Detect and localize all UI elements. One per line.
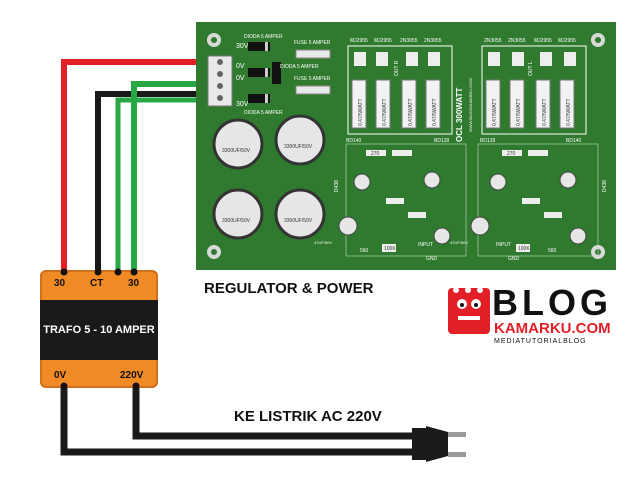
tr-label-8: MJ2955: [558, 38, 576, 44]
diode-label-2: DIODA 5 AMPER: [280, 64, 319, 70]
diode-label-1: DIODA 5 AMPER: [244, 34, 283, 40]
lbl-560-a: 560: [360, 248, 369, 254]
lbl-input-a: INPUT: [418, 242, 433, 248]
pcb-label-30v-bottom: 30V: [236, 101, 249, 108]
wire-red: [61, 59, 212, 272]
wire-ct-black: [95, 91, 212, 272]
out-r-label: OUT R: [394, 60, 400, 76]
tr-label-6: 2N3055: [508, 38, 526, 44]
amp-right-output: [481, 45, 587, 135]
lbl-d438-b: D438: [602, 180, 608, 192]
tr-label-2: MJ2955: [374, 38, 392, 44]
lbl-bd140-a: BD140: [346, 138, 362, 144]
lbl-100k-a: 100K: [384, 246, 396, 252]
lbl-gnd-a: GND: [426, 256, 438, 262]
terminal-30-right: 30: [128, 278, 140, 289]
res-label-8: 0,47/5WATT: [566, 98, 572, 126]
amp-title: OCL 300WATT: [455, 88, 464, 142]
lbl-bd140-b: BD140: [566, 138, 582, 144]
lbl-d438-a: D438: [334, 180, 340, 192]
terminal-220v: 220V: [120, 370, 144, 381]
res-label-7: 0,47/5WATT: [542, 98, 548, 126]
res-label-5: 0,47/5WATT: [492, 98, 498, 126]
res-label-6: 0,47/5WATT: [516, 98, 522, 126]
lbl-bd139-a: BD139: [434, 138, 450, 144]
transformer: TRAFO 5 - 10 AMPER 30 CT 30 0V 220V: [40, 270, 158, 388]
tr-label-5: 2N3055: [484, 38, 502, 44]
fuse-label-1: FUSE 5 AMPER: [294, 40, 331, 46]
diode-label-3: DIODA 5 AMPER: [244, 110, 283, 116]
lbl-270-a: 270: [371, 151, 380, 157]
mains-label: KE LISTRIK AC 220V: [234, 408, 382, 425]
pcb-label-0v-a: 0V: [236, 63, 245, 70]
terminal-ct: CT: [90, 278, 104, 289]
logo-tagline: MEDIATUTORIALBLOG: [494, 338, 587, 345]
filter-capacitors: [212, 114, 326, 240]
cap-label-1: 3300UF/50V: [222, 148, 251, 154]
transformer-band: TRAFO 5 - 10 AMPER: [40, 300, 158, 360]
res-label-2: 0,47/5WATT: [382, 98, 388, 126]
res-label-4: 0,47/5WATT: [432, 98, 438, 126]
logo-blog-word: BLOG: [492, 282, 612, 323]
lbl-270-b: 270: [507, 151, 516, 157]
cap-label-4: 3300UF/50V: [284, 218, 313, 224]
pcb-board: 30V 0V 0V 30V DIODA 5 AMPER DIODA 5 AMPE…: [196, 22, 616, 270]
lbl-gnd-b: GND: [508, 256, 520, 262]
tr-label-7: MJ2955: [534, 38, 552, 44]
driver-section: [338, 143, 599, 257]
pcb-terminal-block: [207, 55, 233, 107]
ac-plug-icon: [412, 426, 466, 462]
wire-mains-0v: [60, 386, 420, 456]
regulator-power-label: REGULATOR & POWER: [204, 280, 374, 297]
pcb-label-0v-b: 0V: [236, 75, 245, 82]
cap-label-2: 3300UF/50V: [284, 144, 313, 150]
pcb-label-30v-top: 30V: [236, 43, 249, 50]
lbl-47uf-a: 47UF/50V: [314, 240, 332, 245]
tr-label-3: 2N3055: [400, 38, 418, 44]
res-label-1: 0,47/5WATT: [358, 98, 364, 126]
tr-label-4: 2N3055: [424, 38, 442, 44]
logo-mascot-icon: [446, 284, 492, 336]
terminal-30-left: 30: [54, 278, 66, 289]
fuses: [295, 49, 331, 95]
amp-url: WWW.BLOGKAMARKU.COM: [468, 78, 473, 132]
lbl-560-b: 560: [548, 248, 557, 254]
amp-left-output: [347, 45, 453, 135]
logo-site: KAMARKU.COM: [494, 320, 611, 337]
diode-bridge: [248, 42, 281, 103]
fuse-label-2: FUSE 5 AMPER: [294, 76, 331, 82]
res-label-3: 0,47/5WATT: [408, 98, 414, 126]
lbl-47uf-b: 47UF/50V: [450, 240, 468, 245]
transformer-label: TRAFO 5 - 10 AMPER: [43, 324, 155, 336]
out-l-label: OUT L: [528, 61, 534, 76]
terminal-0v: 0V: [54, 370, 67, 381]
tr-label-1: MJ2955: [350, 38, 368, 44]
wire-green-outer: [131, 81, 212, 272]
cap-label-3: 3300UF/50V: [222, 218, 251, 224]
lbl-100k-b: 100K: [518, 246, 530, 252]
lbl-input-b: INPUT: [496, 242, 511, 248]
wire-green-inner: [115, 97, 212, 272]
lbl-bd139-b: BD139: [480, 138, 496, 144]
wire-mains-220v: [132, 386, 420, 440]
